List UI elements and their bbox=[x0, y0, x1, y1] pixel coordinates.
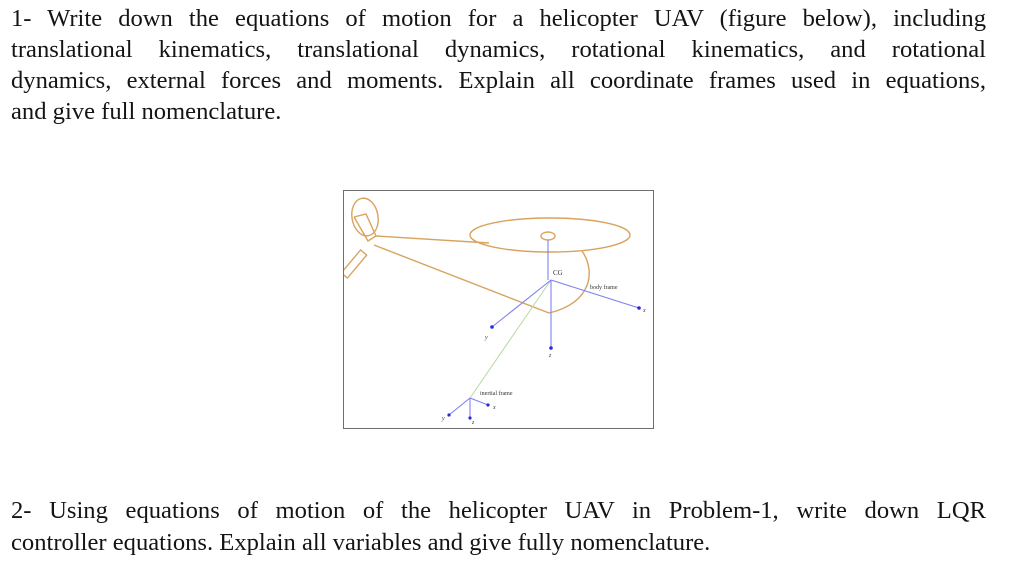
body-z-label: z bbox=[548, 353, 552, 359]
problem-1-line-3: dynamics, external forces and moments. E… bbox=[11, 67, 986, 94]
cg-label: CG bbox=[553, 269, 563, 277]
body-frame-axes bbox=[491, 240, 640, 348]
rotor-hub-icon bbox=[540, 231, 556, 241]
tail-rotor-icon bbox=[351, 197, 379, 237]
inertial-x-label: x bbox=[492, 405, 496, 411]
inertial-frame-axes bbox=[448, 397, 489, 418]
airframe-outline bbox=[344, 197, 631, 314]
problem-1-line-4: and give full nomenclature. bbox=[11, 98, 282, 125]
inertial-y-label: y bbox=[441, 416, 445, 422]
problem-2-text: 2- Using equations of motion of the heli… bbox=[11, 495, 986, 559]
inertial-axis-tips bbox=[447, 403, 490, 420]
helicopter-figure: CG body frame x y z inertial frame x y z bbox=[343, 190, 654, 429]
body-x-label: x bbox=[642, 308, 646, 314]
body-frame-label: body frame bbox=[590, 284, 618, 291]
problem-1-line-2: translational kinematics, translational … bbox=[11, 36, 986, 63]
helicopter-diagram: CG body frame x y z inertial frame x y z bbox=[344, 197, 646, 426]
problem-2-line-2: controller equations. Explain all variab… bbox=[11, 529, 711, 556]
inertial-z-label: z bbox=[471, 420, 475, 426]
position-vector bbox=[469, 279, 552, 399]
body-axis-tips bbox=[490, 306, 641, 350]
inertial-frame-label: inertial frame bbox=[480, 390, 513, 397]
problem-2-line-1: 2- Using equations of motion of the heli… bbox=[11, 497, 986, 524]
main-rotor-icon bbox=[469, 217, 631, 253]
problem-1-line-1: 1- Write down the equations of motion fo… bbox=[11, 5, 986, 32]
problem-1-text: 1- Write down the equations of motion fo… bbox=[11, 3, 986, 127]
body-y-label: y bbox=[484, 335, 488, 341]
